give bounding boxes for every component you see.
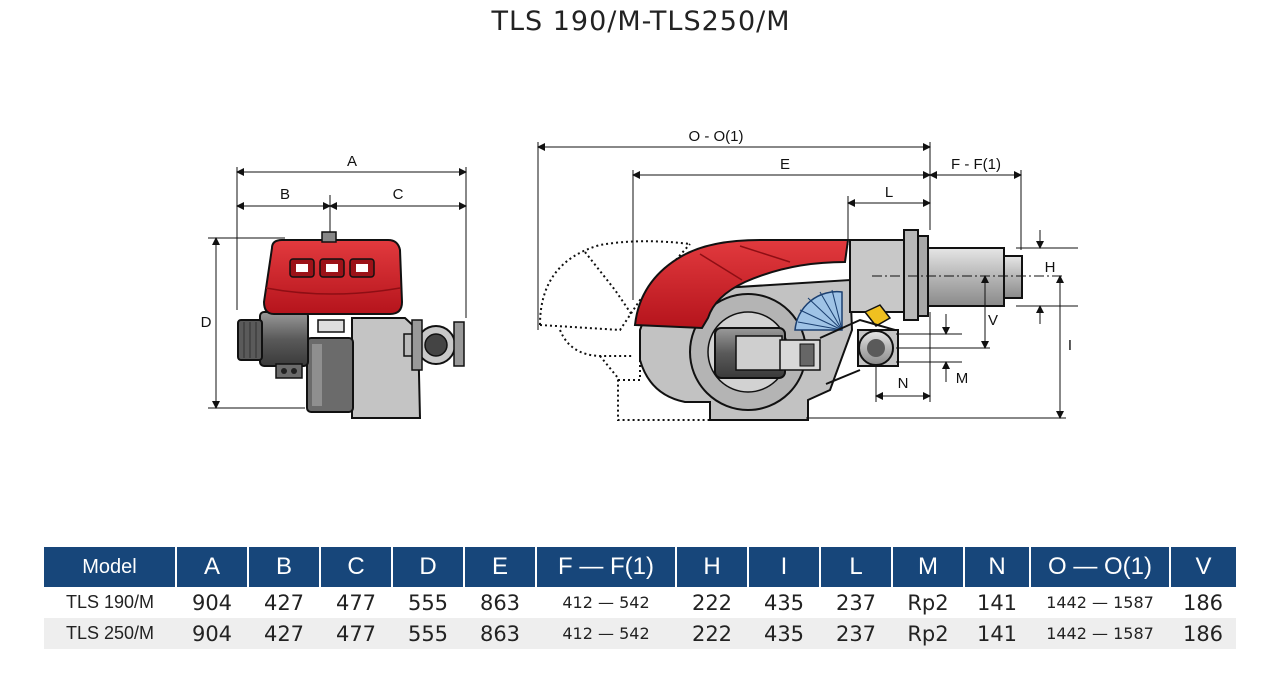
column-header: N	[963, 547, 1030, 587]
column-header: V	[1169, 547, 1236, 587]
dimension-cell: 1442 — 1587	[1030, 618, 1170, 649]
dimension-cell: Rp2	[892, 587, 964, 618]
dimension-cell: Rp2	[892, 618, 964, 649]
dimension-cell: 186	[1170, 618, 1236, 649]
dim-label-n: N	[898, 375, 909, 392]
column-header: I	[747, 547, 820, 587]
column-header: Model	[44, 547, 176, 587]
column-header: F — F(1)	[535, 547, 676, 587]
dimension-cell: 237	[820, 587, 892, 618]
column-header: B	[247, 547, 320, 587]
dimension-cell: 904	[176, 618, 248, 649]
dimension-cell: 141	[964, 618, 1030, 649]
column-header: E	[463, 547, 536, 587]
column-header: M	[891, 547, 964, 587]
dim-label-v: V	[988, 312, 998, 329]
dim-label-i: I	[1068, 337, 1072, 354]
dimension-cell: 863	[464, 587, 536, 618]
motor-front	[259, 311, 309, 367]
dim-label-c: C	[393, 186, 404, 203]
model-cell: TLS 250/M	[44, 618, 176, 649]
column-header: A	[175, 547, 248, 587]
dim-label-d: D	[201, 314, 212, 331]
side-view: O - O(1) E F - F(1) L	[537, 128, 1078, 421]
dimension-cell: 186	[1170, 587, 1236, 618]
blast-tube	[927, 247, 1005, 307]
page-title: TLS 190/M-TLS250/M	[491, 6, 791, 37]
dim-label-m: M	[956, 370, 969, 387]
column-header: C	[319, 547, 392, 587]
dimension-cell: 477	[320, 587, 392, 618]
burner-dimension-drawing: A B C D	[201, 128, 1078, 421]
dimension-cell: 435	[748, 587, 820, 618]
red-cover-side	[633, 239, 850, 330]
dimension-cell: 555	[392, 618, 464, 649]
dimension-cell: 477	[320, 618, 392, 649]
dimension-cell: 222	[676, 587, 748, 618]
dimension-cell: 555	[392, 587, 464, 618]
dimension-cell: 237	[820, 618, 892, 649]
dimension-cell: 1442 — 1587	[1030, 587, 1170, 618]
dim-label-b: B	[280, 186, 290, 203]
dimension-cell: 435	[748, 618, 820, 649]
column-header: D	[391, 547, 464, 587]
dim-label-h: H	[1045, 259, 1056, 276]
column-header: O — O(1)	[1029, 547, 1170, 587]
dimension-cell: 412 — 542	[536, 618, 676, 649]
dimension-cell: 863	[464, 618, 536, 649]
dim-label-l: L	[885, 184, 893, 201]
dim-label-a: A	[347, 153, 357, 170]
dimension-cell: 427	[248, 618, 320, 649]
dim-label-f: F - F(1)	[951, 156, 1001, 173]
column-header: H	[675, 547, 748, 587]
front-view: A B C D	[201, 153, 467, 419]
dimension-cell: 427	[248, 587, 320, 618]
dimension-cell: 412 — 542	[536, 587, 676, 618]
dim-label-e: E	[780, 156, 790, 173]
dimension-cell: 222	[676, 618, 748, 649]
model-cell: TLS 190/M	[44, 587, 176, 618]
dim-label-o: O - O(1)	[689, 128, 744, 145]
dimension-cell: 141	[964, 587, 1030, 618]
column-header: L	[819, 547, 892, 587]
dimension-cell: 904	[176, 587, 248, 618]
